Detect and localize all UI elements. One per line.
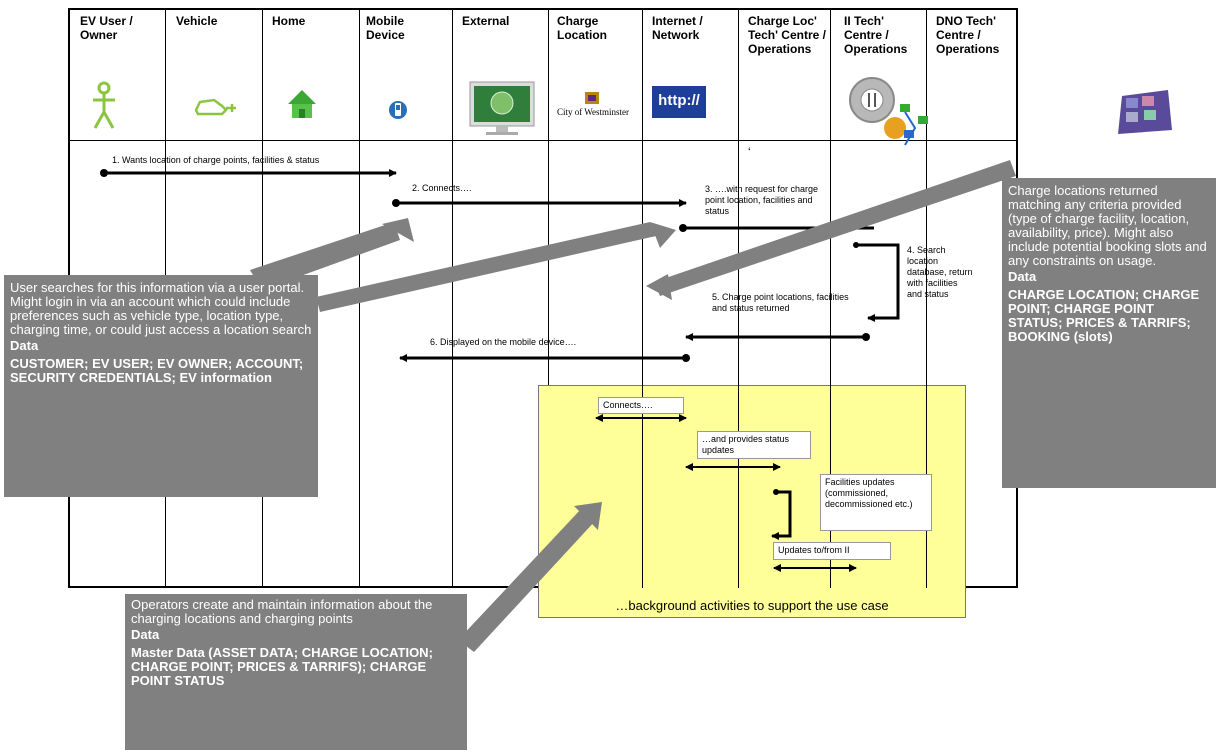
quote-mark: ‘ [748, 145, 751, 159]
house-icon [288, 90, 316, 118]
right-callout-pointer [654, 160, 1016, 296]
http-icon-text: http:// [658, 92, 700, 109]
bottom-callout-pointer-tip [574, 502, 602, 530]
city-of-westminster-logo [585, 92, 599, 104]
left-callout-pointer-1-tip [382, 218, 414, 242]
updates-ii-label: Updates to/from II [773, 542, 891, 560]
right-callout-data-label: Data [1008, 269, 1037, 284]
right-callout-data: CHARGE LOCATION; CHARGE POINT; CHARGE PO… [1008, 287, 1200, 344]
right-callout: Charge locations returned matching any c… [1002, 178, 1216, 488]
lane-divider-overlay [642, 385, 643, 588]
lane-title-ii-tech: II Tech' Centre / Operations [844, 14, 908, 56]
facilities-updates-label: Facilities updates (commissioned, decomm… [820, 474, 932, 531]
lane-divider [738, 8, 739, 588]
http-icon [652, 86, 706, 118]
message-2: 2. Connects…. [412, 183, 472, 193]
message-5: 5. Charge point locations, facilities an… [712, 292, 849, 313]
bottom-callout-data: Master Data (ASSET DATA; CHARGE LOCATION… [131, 645, 433, 688]
message-6: 6. Displayed on the mobile device…. [430, 337, 577, 347]
lane-title-vehicle: Vehicle [176, 14, 218, 28]
lane-title-charge-location: Charge Location [557, 14, 607, 42]
westminster-logo-text: City of Westminster [556, 107, 630, 117]
facilities-loop-arrow [771, 490, 792, 540]
lane-title-mobile-device: Mobile Device [366, 14, 405, 42]
lane-divider [642, 8, 643, 588]
left-callout-pointer-2-tip [650, 222, 676, 248]
stick-figure-icon [93, 81, 115, 129]
lane-divider [452, 8, 453, 588]
right-callout-text: Charge locations returned matching any c… [1008, 183, 1207, 268]
connects-label: Connects…. [598, 397, 684, 414]
photo-collage-icon [1118, 90, 1172, 134]
lane-title-external: External [462, 14, 510, 28]
left-callout: User searches for this information via a… [4, 275, 318, 497]
ev-plug-car-icon [194, 98, 236, 116]
arrow-4 [856, 243, 900, 322]
lane-divider [926, 8, 927, 588]
lane-title-dno-tech: DNO Tech' Centre / Operations [936, 14, 1000, 56]
status-updates-label: …and provides status updates [697, 431, 811, 459]
lane-title-charge-loc-tech: Charge Loc' Tech' Centre / Operations [748, 14, 826, 56]
bottom-callout-text: Operators create and maintain informatio… [131, 597, 433, 626]
left-callout-pointer-1 [250, 222, 400, 290]
mobile-phone-icon [389, 101, 407, 119]
lane-divider-overlay [738, 385, 739, 588]
gears-network-icon [849, 77, 928, 146]
left-callout-data-label: Data [10, 338, 39, 353]
lane-title-internet: Internet / Network [652, 14, 703, 42]
background-caption: …background activities to support the us… [615, 598, 889, 613]
monitor-globe-icon [469, 81, 535, 135]
left-callout-text: User searches for this information via a… [10, 280, 312, 337]
right-callout-pointer-tip [646, 274, 672, 300]
header-divider [68, 140, 1018, 141]
message-3: 3. ….with request for charge point locat… [705, 184, 819, 216]
left-callout-data: CUSTOMER; EV USER; EV OWNER; ACCOUNT; SE… [10, 356, 304, 385]
lane-title-home: Home [272, 14, 306, 28]
lane-title-ev-user: EV User / Owner [80, 14, 133, 42]
lane-divider [830, 8, 831, 588]
bottom-callout-data-label: Data [131, 627, 160, 642]
message-4: 4. Search location database, return with… [907, 245, 973, 299]
left-callout-pointer-2 [316, 222, 656, 312]
bottom-callout: Operators create and maintain informatio… [125, 594, 467, 750]
bottom-callout-pointer [458, 508, 596, 652]
message-1: 1. Wants location of charge points, faci… [112, 155, 320, 165]
lane-divider [548, 8, 549, 588]
